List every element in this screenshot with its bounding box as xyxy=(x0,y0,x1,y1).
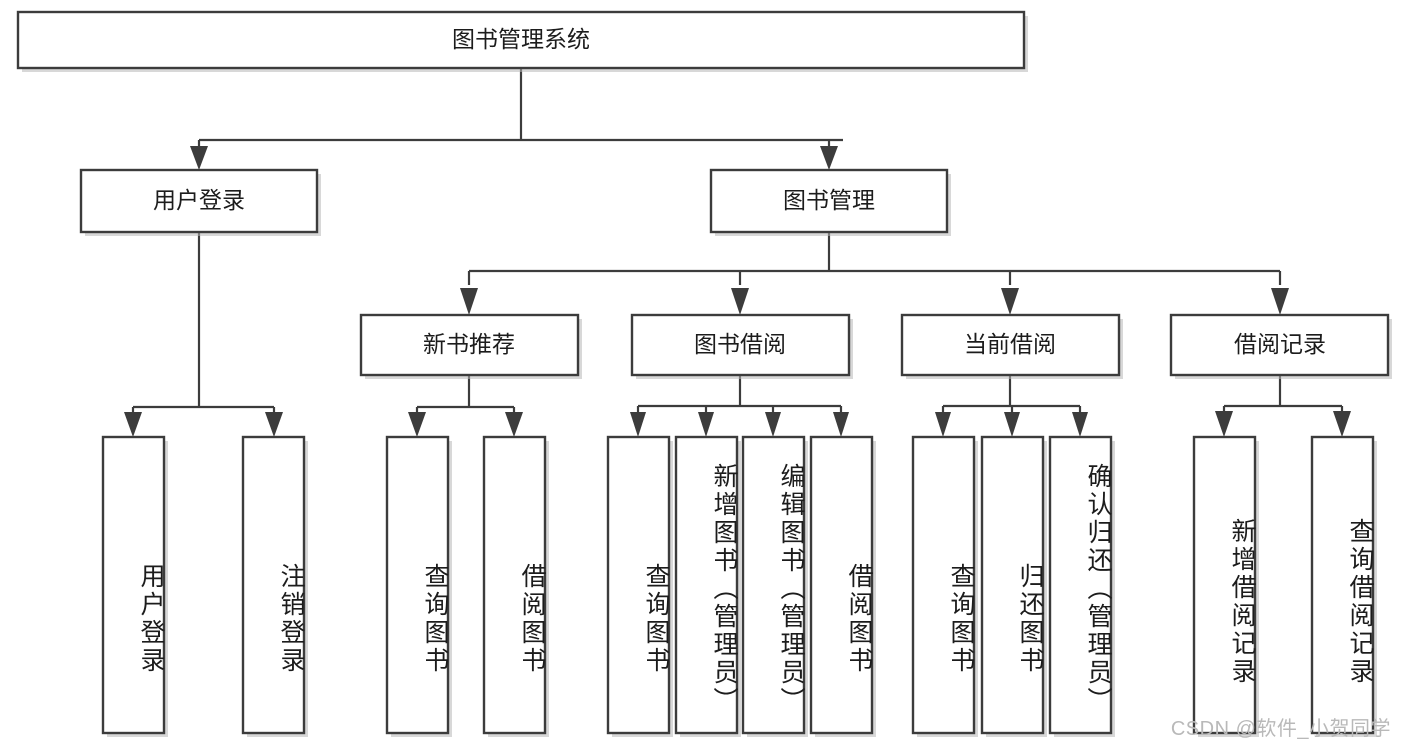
connector-borrowrecords-to-leaves xyxy=(1215,375,1351,437)
node-book-borrow-label: 图书借阅 xyxy=(694,331,786,357)
arrow-head-icon xyxy=(698,412,714,437)
arrow-head-icon xyxy=(935,412,951,437)
leaf-box-edit-book-admin[interactable] xyxy=(741,435,808,737)
leaf-boxes-layer xyxy=(101,435,1377,737)
node-book-management[interactable]: 图书管理 xyxy=(709,168,951,236)
connector-userlogin-to-leaves xyxy=(124,232,283,437)
node-borrow-records-label: 借阅记录 xyxy=(1234,331,1326,357)
node-user-login[interactable]: 用户登录 xyxy=(79,168,321,236)
leaf-box-query-book-recommend[interactable] xyxy=(385,435,452,737)
node-current-borrow-label: 当前借阅 xyxy=(964,331,1056,357)
leaf-box-query-book-borrow[interactable] xyxy=(606,435,673,737)
csdn-watermark: CSDN @软件_小贺同学 xyxy=(1170,718,1391,740)
node-new-book-recommend[interactable]: 新书推荐 xyxy=(359,313,582,379)
leaf-box-add-book-admin[interactable] xyxy=(674,435,741,737)
arrow-head-icon xyxy=(505,412,523,437)
node-root-label: 图书管理系统 xyxy=(452,26,590,52)
arrow-head-icon xyxy=(1215,411,1233,437)
arrow-head-icon xyxy=(265,412,283,437)
leaf-box-logout-login[interactable] xyxy=(241,435,308,737)
arrow-head-icon xyxy=(408,412,426,437)
node-root[interactable]: 图书管理系统 xyxy=(16,10,1028,72)
node-book-borrow[interactable]: 图书借阅 xyxy=(630,313,853,379)
connector-root-to-level2 xyxy=(190,68,843,170)
connector-recommend-to-leaves xyxy=(408,375,523,437)
node-user-login-label: 用户登录 xyxy=(153,187,245,213)
nodes-layer: 图书管理系统 用户登录 图书管理 新书推荐 xyxy=(16,10,1392,737)
connector-bookmgmt-to-level3 xyxy=(460,232,1289,315)
arrow-head-icon xyxy=(124,412,142,437)
arrow-head-icon xyxy=(190,146,208,170)
leaf-box-borrow-book[interactable] xyxy=(809,435,876,737)
leaf-box-borrow-book-recommend[interactable] xyxy=(482,435,549,737)
node-book-management-label: 图书管理 xyxy=(783,187,875,213)
node-new-book-recommend-label: 新书推荐 xyxy=(423,331,515,357)
leaf-box-query-book-current[interactable] xyxy=(911,435,978,737)
arrow-head-icon xyxy=(1271,288,1289,315)
node-current-borrow[interactable]: 当前借阅 xyxy=(900,313,1123,379)
arrow-head-icon xyxy=(1072,412,1088,437)
leaf-box-user-login[interactable] xyxy=(101,435,168,737)
arrow-head-icon xyxy=(820,146,838,170)
connector-bookborrow-to-leaves xyxy=(630,375,849,437)
leaf-box-return-book[interactable] xyxy=(980,435,1047,737)
arrow-head-icon xyxy=(833,412,849,437)
leaf-box-add-borrow-record[interactable] xyxy=(1192,435,1259,737)
arrow-head-icon xyxy=(460,288,478,315)
arrow-head-icon xyxy=(1004,412,1020,437)
node-borrow-records[interactable]: 借阅记录 xyxy=(1169,313,1392,379)
arrow-head-icon xyxy=(765,412,781,437)
leaf-box-query-borrow-record[interactable] xyxy=(1310,435,1377,737)
leaf-box-confirm-return-admin[interactable] xyxy=(1048,435,1115,737)
arrow-head-icon xyxy=(1001,288,1019,315)
connector-currentborrow-to-leaves xyxy=(935,375,1088,437)
connectors-layer xyxy=(124,68,1351,437)
arrow-head-icon xyxy=(731,288,749,315)
arrow-head-icon xyxy=(630,412,646,437)
arrow-head-icon xyxy=(1333,411,1351,437)
